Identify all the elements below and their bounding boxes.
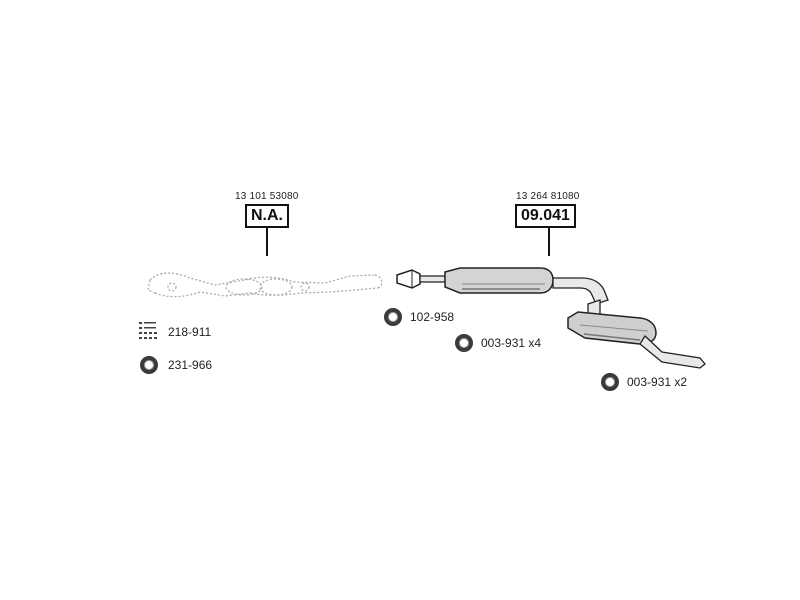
callout-rubber-mount-x2[interactable]: 003-931 x2	[627, 375, 688, 389]
callout-clamp-kit[interactable]: 218-911	[168, 325, 212, 339]
exhaust-system-drawing	[396, 267, 706, 369]
callout-gasket-231[interactable]: 231-966	[168, 358, 213, 372]
front-pipe-outline	[147, 272, 383, 298]
rubber-mount-ring-icon	[601, 373, 619, 391]
callout-rubber-mount-x4[interactable]: 003-931 x4	[481, 336, 542, 350]
part-code-box-front-pipe[interactable]: N.A.	[245, 204, 289, 228]
callout-gasket-102[interactable]: 102-958	[410, 310, 455, 324]
oe-number-front-pipe: 13 101 53080	[235, 191, 299, 202]
part-code-box-exhaust-system[interactable]: 09.041	[515, 204, 576, 228]
oe-number-exhaust-system: 13 264 81080	[516, 191, 580, 202]
rubber-mount-ring-icon	[455, 334, 473, 352]
gasket-ring-icon	[384, 308, 402, 326]
gasket-ring-icon	[140, 356, 158, 374]
clamp-kit-icon	[139, 322, 157, 339]
